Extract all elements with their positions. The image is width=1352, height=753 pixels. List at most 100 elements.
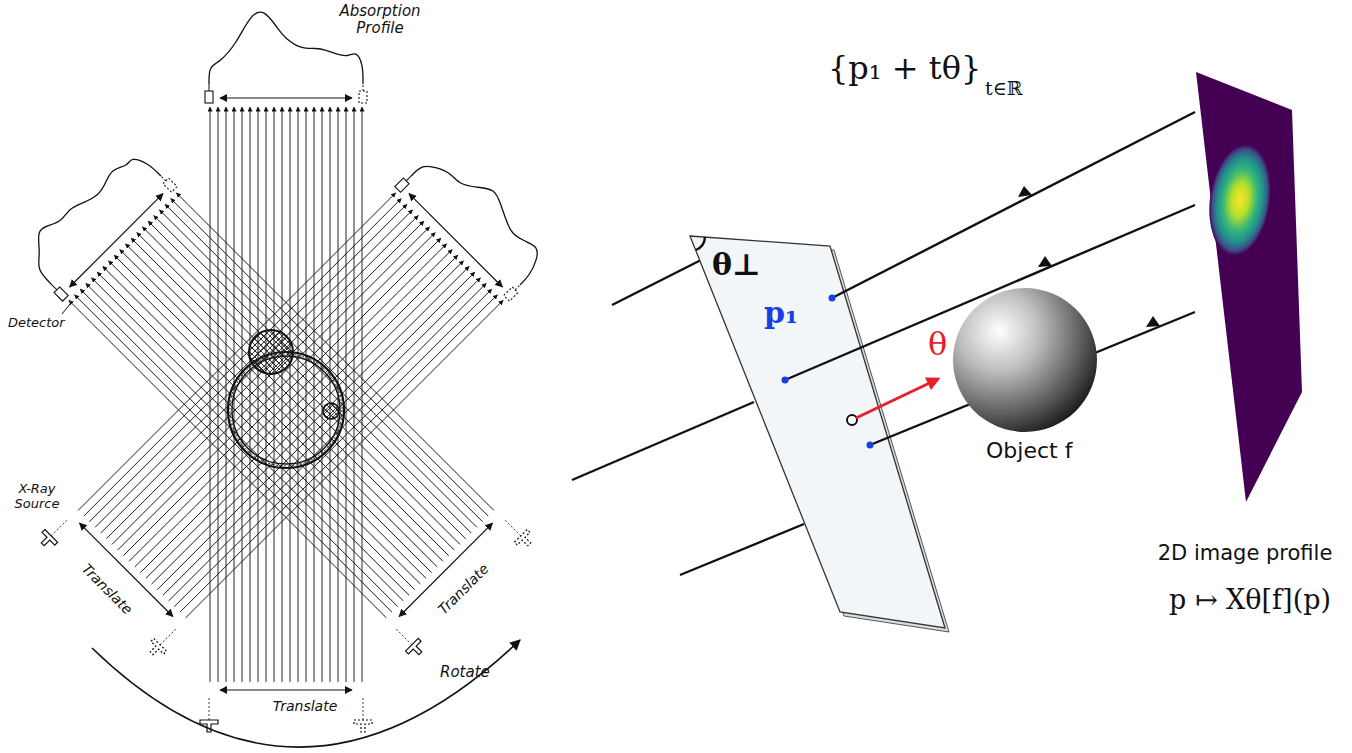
x-ray-beam xyxy=(84,199,401,516)
leader-line xyxy=(62,304,70,314)
projection-plane xyxy=(690,236,949,632)
part-label: X-Ray Source xyxy=(6,482,68,512)
x-ray-beam xyxy=(112,227,429,544)
caption-label: 2D image profile xyxy=(1158,541,1333,565)
x-ray-beam xyxy=(218,107,219,682)
x-ray-beam xyxy=(258,107,259,682)
detector-symbol xyxy=(515,285,520,290)
x-ray-beam xyxy=(362,107,363,682)
math-label: p ↦ Xθ[f](p) xyxy=(1169,584,1331,615)
x-ray-beam xyxy=(75,295,392,612)
x-ray-beam xyxy=(106,221,423,538)
x-ray-beam xyxy=(146,261,463,578)
x-ray-beam xyxy=(180,295,497,612)
motion-label: Translate xyxy=(434,560,491,617)
x-ray-beam xyxy=(95,210,412,527)
source-symbol xyxy=(209,696,210,720)
x-ray-beam xyxy=(148,221,465,538)
x-ray-beam xyxy=(89,204,406,521)
motion-label: Translate xyxy=(273,698,338,714)
x-ray-beam xyxy=(159,210,476,527)
rays xyxy=(785,112,1195,445)
math-label: p₁ xyxy=(764,296,798,331)
detector-plane xyxy=(1196,72,1302,502)
x-ray-beam xyxy=(142,227,459,544)
x-ray-beam xyxy=(346,107,347,682)
detector-symbol xyxy=(52,285,57,290)
detector-symbol xyxy=(161,176,166,181)
translate-arrow xyxy=(70,194,163,287)
x-ray-beam xyxy=(86,283,403,600)
absorption-profile xyxy=(411,143,553,285)
x-ray-beam xyxy=(157,272,474,589)
x-ray-beam xyxy=(266,107,267,682)
translate-arrow xyxy=(220,689,352,690)
x-ray-beam xyxy=(140,255,457,572)
math-label: θ xyxy=(928,326,947,363)
x-ray-beam xyxy=(354,107,355,682)
detector-symbol xyxy=(205,91,213,103)
x-ray-beam xyxy=(120,249,437,566)
x-ray-beam xyxy=(97,272,414,589)
part-label: Detector xyxy=(8,316,65,331)
x-ray-beam xyxy=(114,255,431,572)
x-ray-beam xyxy=(314,107,315,682)
x-ray-beam xyxy=(123,238,440,555)
rotate-arrow xyxy=(92,640,520,747)
x-ray-beam xyxy=(125,244,442,561)
x-ray-beam xyxy=(129,244,446,561)
x-ray-beam xyxy=(165,204,482,521)
x-ray-beam xyxy=(176,193,493,510)
x-ray-beam xyxy=(92,278,409,595)
x-ray-beam xyxy=(103,266,420,583)
source-symbol xyxy=(51,520,67,536)
detector-symbol xyxy=(363,84,364,91)
detector-symbol xyxy=(209,84,210,91)
beam-set xyxy=(13,137,536,660)
x-ray-beam xyxy=(306,107,307,682)
x-ray-beam xyxy=(137,233,454,550)
beam-set xyxy=(200,12,372,732)
math-label: {p₁ + tθ} xyxy=(828,50,981,87)
x-ray-beam xyxy=(174,289,491,606)
ct-scanner-schematic xyxy=(13,12,560,732)
x-ray-beam xyxy=(282,107,283,682)
source-symbol xyxy=(396,628,412,644)
source-symbol xyxy=(160,628,176,644)
math-label: θ⊥ xyxy=(712,248,761,283)
x-ray-beam xyxy=(101,216,418,533)
x-ray-beam xyxy=(171,199,488,516)
phantom-object xyxy=(228,330,344,468)
source-symbol xyxy=(363,696,364,720)
x-ray-beam xyxy=(186,300,503,617)
source-symbol xyxy=(504,520,520,536)
caption-label: Absorption Profile xyxy=(330,3,430,38)
source-symbol xyxy=(354,720,372,732)
x-ray-beam xyxy=(163,278,480,595)
x-ray-beam xyxy=(109,261,426,578)
direction-arrow xyxy=(856,379,938,418)
x-ray-beam xyxy=(135,249,452,566)
x-ray-beam xyxy=(169,283,486,600)
detector-symbol xyxy=(359,91,367,103)
motion-label: Rotate xyxy=(440,664,490,681)
translate-arrow xyxy=(409,194,502,287)
origin-marker xyxy=(847,415,857,425)
x-ray-beam xyxy=(69,300,386,617)
absorption-profile xyxy=(209,12,363,84)
math-subscript: t∈ℝ xyxy=(985,78,1023,100)
x-ray-beam xyxy=(226,107,227,682)
x-ray-beam xyxy=(78,193,395,510)
x-ray-beam xyxy=(154,216,471,533)
absorption-profile xyxy=(19,143,161,285)
motion-label: Translate xyxy=(78,560,135,617)
x-ray-beam xyxy=(131,238,448,555)
x-ray-beam xyxy=(290,107,291,682)
object-label: Object f xyxy=(986,438,1072,463)
x-ray-beam xyxy=(152,266,469,583)
x-ray-beam xyxy=(210,107,211,682)
translate-arrow xyxy=(220,97,352,98)
x-ray-beam xyxy=(118,233,435,550)
